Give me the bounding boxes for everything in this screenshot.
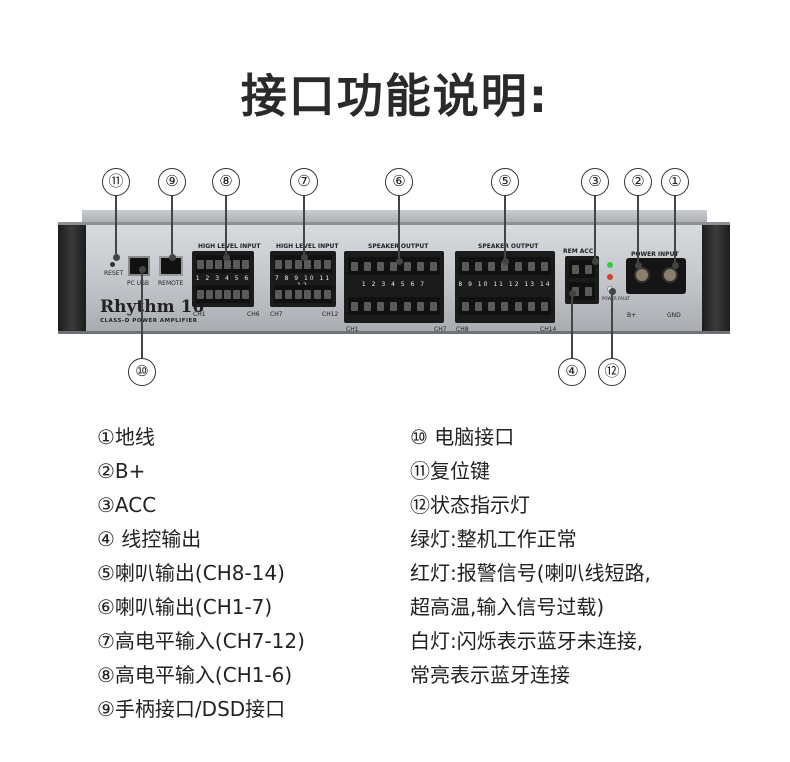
callout-line-10 — [141, 268, 143, 360]
legend-item: 白灯:闪烁表示蓝牙未连接, — [410, 629, 644, 653]
gnd-terminal[interactable] — [662, 267, 678, 283]
ch8-label: CH8 — [456, 326, 469, 333]
callout-dot-2 — [635, 262, 642, 269]
input-pins-1-6: 1 2 3 4 5 6 — [195, 275, 251, 282]
legend-item: 红灯:报警信号(喇叭线短路, — [410, 561, 651, 585]
reset-button[interactable] — [110, 262, 115, 267]
callout-3: ③ — [581, 168, 609, 196]
ch7-label: CH7 — [270, 311, 283, 318]
callout-8: ⑧ — [212, 168, 240, 196]
legend-item: ②B+ — [97, 459, 146, 483]
callout-dot-6 — [396, 258, 403, 265]
callout-dot-7 — [301, 254, 308, 261]
ch1-label: CH1 — [193, 311, 206, 318]
callout-10: ⑩ — [128, 358, 156, 386]
callout-dot-4 — [569, 290, 576, 297]
power-fault-label: POWER FAULT — [602, 296, 630, 301]
power-input-label: POWER INPUT — [631, 251, 679, 258]
ch14-label: CH14 — [540, 326, 557, 333]
callout-line-9 — [171, 196, 173, 258]
callout-dot-5 — [502, 258, 509, 265]
bplus-label: B+ — [627, 312, 637, 319]
gnd-label: GND — [667, 312, 681, 319]
legend-item: 常亮表示蓝牙连接 — [410, 663, 570, 687]
output-pins-8-14: 8 9 10 11 12 13 14 — [458, 281, 552, 288]
high-level-input-label-1: HIGH LEVEL INPUT — [198, 243, 261, 250]
ch7-output-label: CH7 — [434, 326, 447, 333]
callout-line-7 — [303, 196, 305, 258]
ch6-label: CH6 — [247, 311, 260, 318]
callout-line-5 — [504, 196, 506, 260]
pc-usb-label: PC USB — [127, 280, 150, 287]
callout-dot-8 — [223, 254, 230, 261]
reset-label: RESET — [104, 270, 124, 277]
device-top-rail — [82, 210, 707, 224]
callout-line-2 — [637, 196, 639, 266]
brand-name: Rhythm 16 — [100, 297, 205, 317]
legend-item: ⑦高电平输入(CH7-12) — [97, 629, 305, 653]
legend-item: ⑫状态指示灯 — [410, 493, 530, 517]
callout-7: ⑦ — [290, 168, 318, 196]
callout-12: ⑫ — [598, 358, 626, 386]
right-rack-ear — [702, 225, 730, 331]
callout-1: ① — [661, 168, 689, 196]
status-led-red — [607, 274, 613, 280]
callout-line-8 — [225, 196, 227, 258]
legend-item: 超高温,输入信号过载) — [410, 595, 605, 619]
callout-line-3 — [594, 196, 596, 262]
legend-item: ⑤喇叭输出(CH8-14) — [97, 561, 285, 585]
legend-item: ⑩ 电脑接口 — [410, 425, 515, 449]
legend-item: ⑪复位键 — [410, 459, 490, 483]
rem-acc-label: REM ACC — [563, 248, 594, 255]
callout-5: ⑤ — [491, 168, 519, 196]
callout-4: ④ — [558, 358, 586, 386]
callout-line-12 — [611, 290, 613, 360]
brand-subtitle: CLASS-D POWER AMPLIFIER — [100, 318, 198, 324]
callout-9: ⑨ — [158, 168, 186, 196]
legend-right: ⑩ 电脑接口 ⑪复位键 ⑫状态指示灯 绿灯:整机工作正常 红灯:报警信号(喇叭线… — [410, 420, 651, 692]
legend-item: ⑨手柄接口/DSD接口 — [97, 697, 286, 721]
legend-item: ⑧高电平输入(CH1-6) — [97, 663, 293, 687]
legend-item: ①地线 — [97, 425, 155, 449]
callout-dot-10 — [139, 266, 146, 273]
callout-dot-1 — [672, 262, 679, 269]
callout-dot-12 — [609, 288, 616, 295]
ch12-label: CH12 — [322, 311, 339, 318]
callout-2: ② — [624, 168, 652, 196]
pc-usb-port[interactable] — [128, 256, 150, 276]
high-level-input-block-ch1-6[interactable]: 1 2 3 4 5 6 — [192, 251, 254, 307]
speaker-output-label-2: SPEAKER OUTPUT — [478, 243, 539, 250]
legend-item: ⑥喇叭输出(CH1-7) — [97, 595, 273, 619]
output-pins-1-7: 1 2 3 4 5 6 7 — [361, 281, 427, 288]
status-led-green — [607, 262, 613, 268]
legend-left: ①地线 ②B+ ③ACC ④ 线控输出 ⑤喇叭输出(CH8-14) ⑥喇叭输出(… — [97, 420, 305, 726]
callout-dot-9 — [169, 254, 176, 261]
callout-dot-3 — [592, 258, 599, 265]
bplus-terminal[interactable] — [634, 267, 650, 283]
legend-item: ④ 线控输出 — [97, 527, 202, 551]
speaker-output-block-ch1-7[interactable]: 1 2 3 4 5 6 7 — [344, 251, 444, 323]
callout-6: ⑥ — [385, 168, 413, 196]
rem-acc-block[interactable] — [565, 256, 599, 304]
legend-item: ③ACC — [97, 493, 157, 517]
callout-line-4 — [571, 292, 573, 360]
remote-label: REMOTE — [158, 280, 184, 287]
callout-line-6 — [398, 196, 400, 260]
left-rack-ear — [58, 225, 86, 331]
ch1-output-label: CH1 — [346, 326, 359, 333]
high-level-input-label-2: HIGH LEVEL INPUT — [276, 243, 339, 250]
callout-11: ⑪ — [102, 168, 130, 196]
callout-line-1 — [674, 196, 676, 266]
callout-dot-11 — [113, 254, 120, 261]
legend-item: 绿灯:整机工作正常 — [410, 527, 577, 551]
page-title: 接口功能说明: — [240, 69, 550, 123]
callout-line-11 — [115, 196, 117, 258]
